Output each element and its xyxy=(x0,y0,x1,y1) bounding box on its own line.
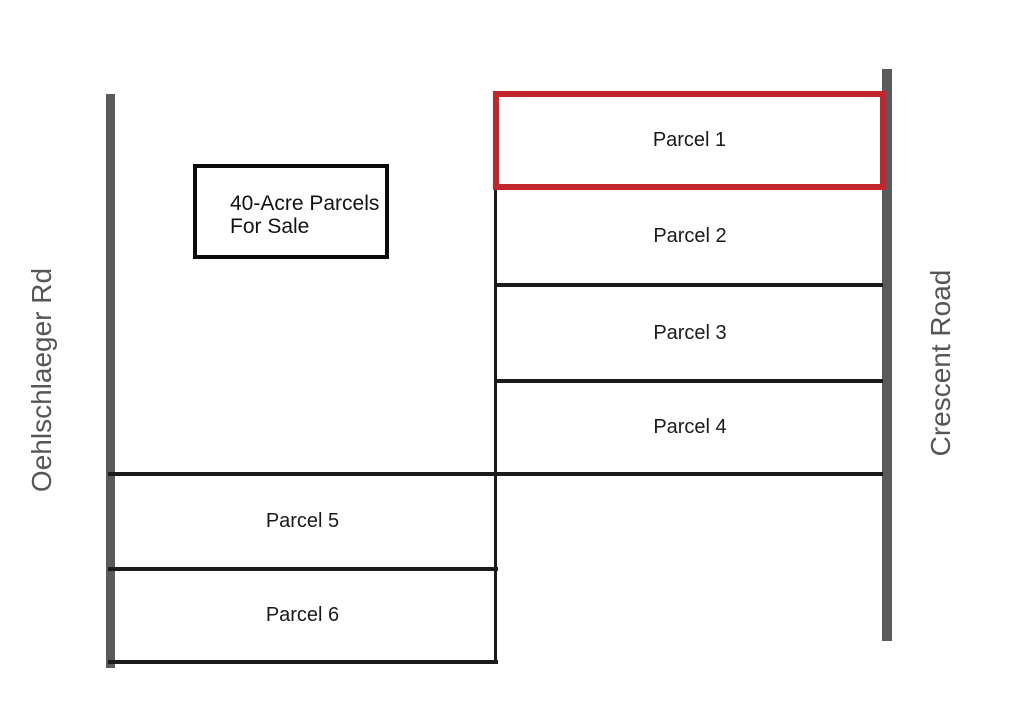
parcel-5[interactable]: Parcel 5 xyxy=(108,476,497,567)
parcel-4-label: Parcel 4 xyxy=(653,416,727,438)
parcel-1[interactable]: Parcel 1 xyxy=(493,91,886,190)
road-label-crescent: Crescent Road xyxy=(925,269,956,457)
parcel-6-label: Parcel 6 xyxy=(265,604,340,626)
road-line-crescent xyxy=(882,69,892,641)
parcel-2-label: Parcel 2 xyxy=(653,225,727,247)
sale-sign-line2: For Sale xyxy=(230,215,310,238)
boundary-line-parcel2-parcel3 xyxy=(497,283,883,287)
boundary-line-parcel5-parcel6 xyxy=(108,567,498,571)
parcel-2[interactable]: Parcel 2 xyxy=(497,190,883,283)
road-label-oehlschlaeger: Oehlschlaeger Rd xyxy=(26,267,57,493)
boundary-line-center-vertical xyxy=(494,190,497,663)
boundary-line-parcel3-parcel4 xyxy=(497,379,883,383)
parcel-3[interactable]: Parcel 3 xyxy=(497,287,883,379)
road-line-oehlschlaeger xyxy=(106,94,115,668)
sale-sign: 40-Acre Parcels For Sale xyxy=(193,164,389,259)
boundary-line-parcel4-parcel5 xyxy=(108,472,883,476)
parcel-1-label: Parcel 1 xyxy=(652,129,727,151)
parcel-3-label: Parcel 3 xyxy=(653,321,727,344)
parcel-4[interactable]: Parcel 4 xyxy=(497,383,883,472)
sale-sign-line1: 40-Acre Parcels xyxy=(230,192,380,215)
boundary-line-parcel6-bottom xyxy=(108,660,498,664)
parcel-6[interactable]: Parcel 6 xyxy=(108,571,497,660)
parcel-5-label: Parcel 5 xyxy=(265,510,340,532)
